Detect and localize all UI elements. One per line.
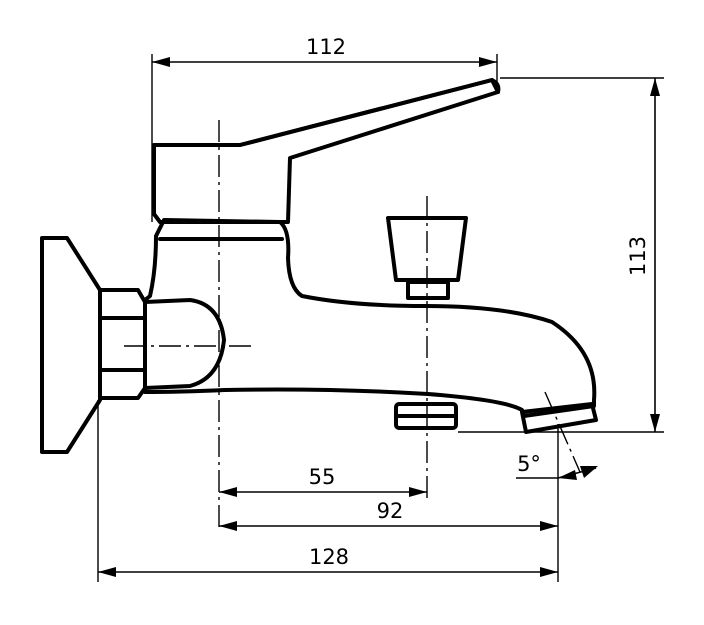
arrowhead bbox=[219, 521, 237, 531]
dim-label-angle: 5° bbox=[517, 452, 541, 476]
arrowhead bbox=[219, 487, 237, 497]
lever-handle bbox=[238, 78, 501, 147]
arrowhead bbox=[98, 567, 116, 577]
arrowhead bbox=[650, 414, 660, 432]
dim-label-55: 55 bbox=[309, 465, 336, 489]
diverter-knob bbox=[386, 216, 468, 282]
arrowhead bbox=[409, 487, 427, 497]
arrowhead bbox=[540, 567, 558, 577]
spout-aerator bbox=[520, 402, 598, 434]
diverter-stem bbox=[406, 280, 450, 300]
wall-flange bbox=[40, 236, 102, 454]
mixer-body bbox=[143, 218, 597, 418]
dim-label-112: 112 bbox=[306, 35, 346, 59]
inlet-boss bbox=[143, 298, 226, 390]
lever-cap bbox=[152, 78, 500, 224]
dim-label-128: 128 bbox=[309, 545, 349, 569]
dim-label-113: 113 bbox=[626, 236, 650, 276]
arrowhead bbox=[540, 521, 558, 531]
arrowhead bbox=[558, 470, 577, 480]
arrowhead bbox=[650, 78, 660, 96]
arrowhead bbox=[479, 57, 497, 67]
arrowhead bbox=[152, 57, 170, 67]
arrowhead bbox=[580, 466, 598, 478]
dim-label-92: 92 bbox=[377, 499, 404, 523]
hex-nut bbox=[98, 288, 147, 400]
